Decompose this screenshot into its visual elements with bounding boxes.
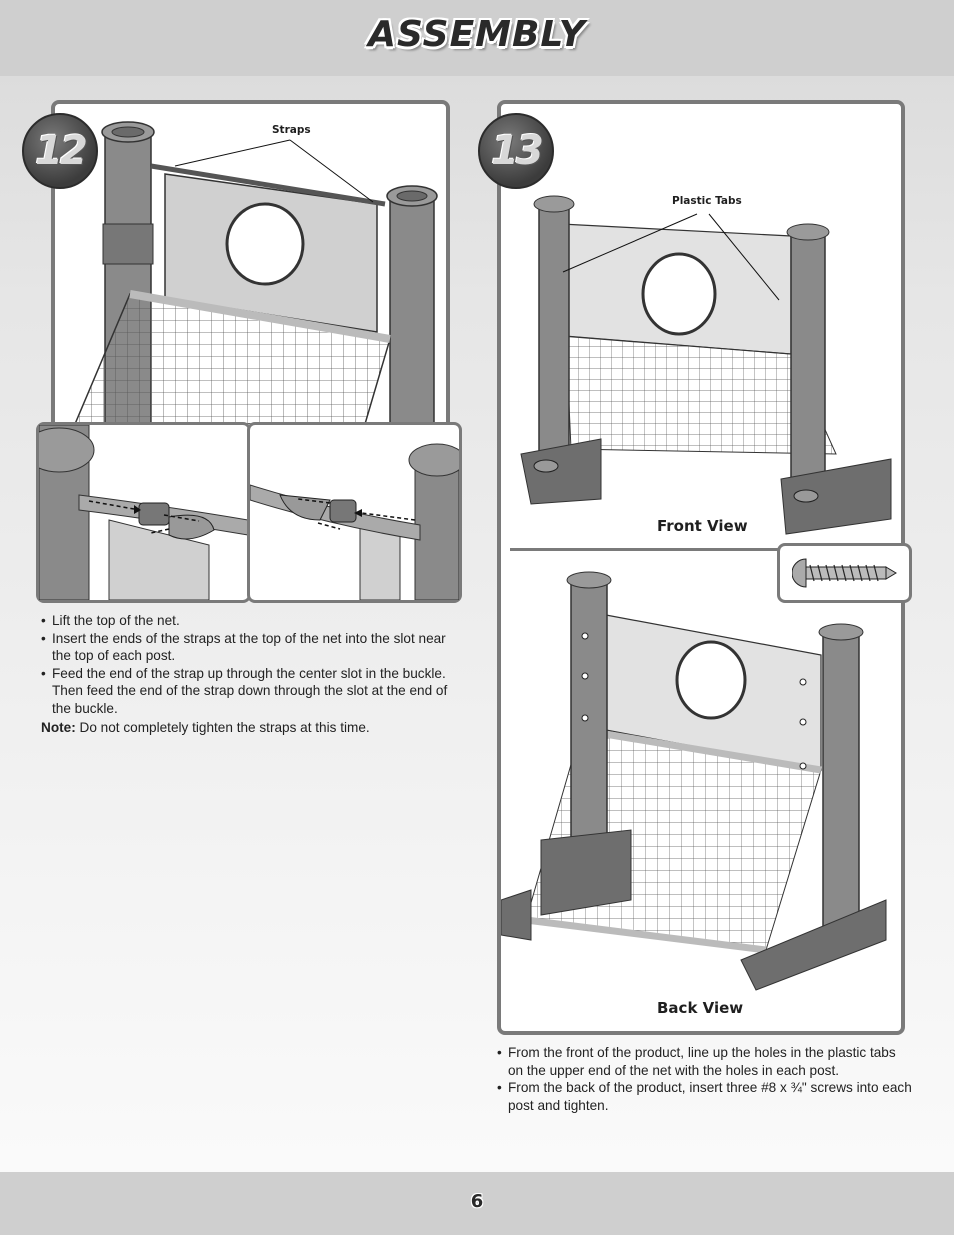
front-view-label: Front View [657, 517, 748, 535]
back-view-label: Back View [657, 999, 744, 1017]
step-12-number: 12 [35, 128, 88, 174]
front-view-illustration [520, 195, 892, 535]
header-bar [0, 0, 954, 76]
note-label: Note: [41, 720, 76, 735]
step-12-instruction-item: Lift the top of the net. [41, 612, 461, 630]
step-12-instruction-item: Insert the ends of the straps at the top… [41, 630, 461, 665]
back-view-illustration [501, 571, 887, 991]
step-12-instruction-item: Feed the end of the strap up through the… [41, 665, 461, 718]
strap-detail-left-illustration [39, 425, 248, 600]
step-12-instructions: Lift the top of the net. Insert the ends… [41, 612, 461, 717]
step-13-instructions: From the front of the product, line up t… [497, 1044, 912, 1114]
step-12-note: Note: Do not completely tighten the stra… [41, 720, 461, 735]
note-text: Do not completely tighten the straps at … [75, 720, 370, 735]
footer-bar [0, 1172, 954, 1235]
straps-label: Straps [272, 124, 311, 136]
step-12-badge: 12 [22, 113, 98, 189]
step-13-badge: 13 [478, 113, 554, 189]
strap-detail-right-illustration [250, 443, 459, 600]
view-divider [510, 548, 780, 551]
screw-icon [792, 558, 897, 588]
step-13-number: 13 [491, 128, 544, 174]
plastic-tabs-label: Plastic Tabs [672, 195, 742, 207]
page-title: ASSEMBLY [368, 14, 586, 55]
step-12-illustration [74, 121, 438, 424]
page-number: 6 [470, 1191, 484, 1212]
step-13-instruction-item: From the back of the product, insert thr… [497, 1079, 912, 1114]
step-13-instruction-item: From the front of the product, line up t… [497, 1044, 912, 1079]
